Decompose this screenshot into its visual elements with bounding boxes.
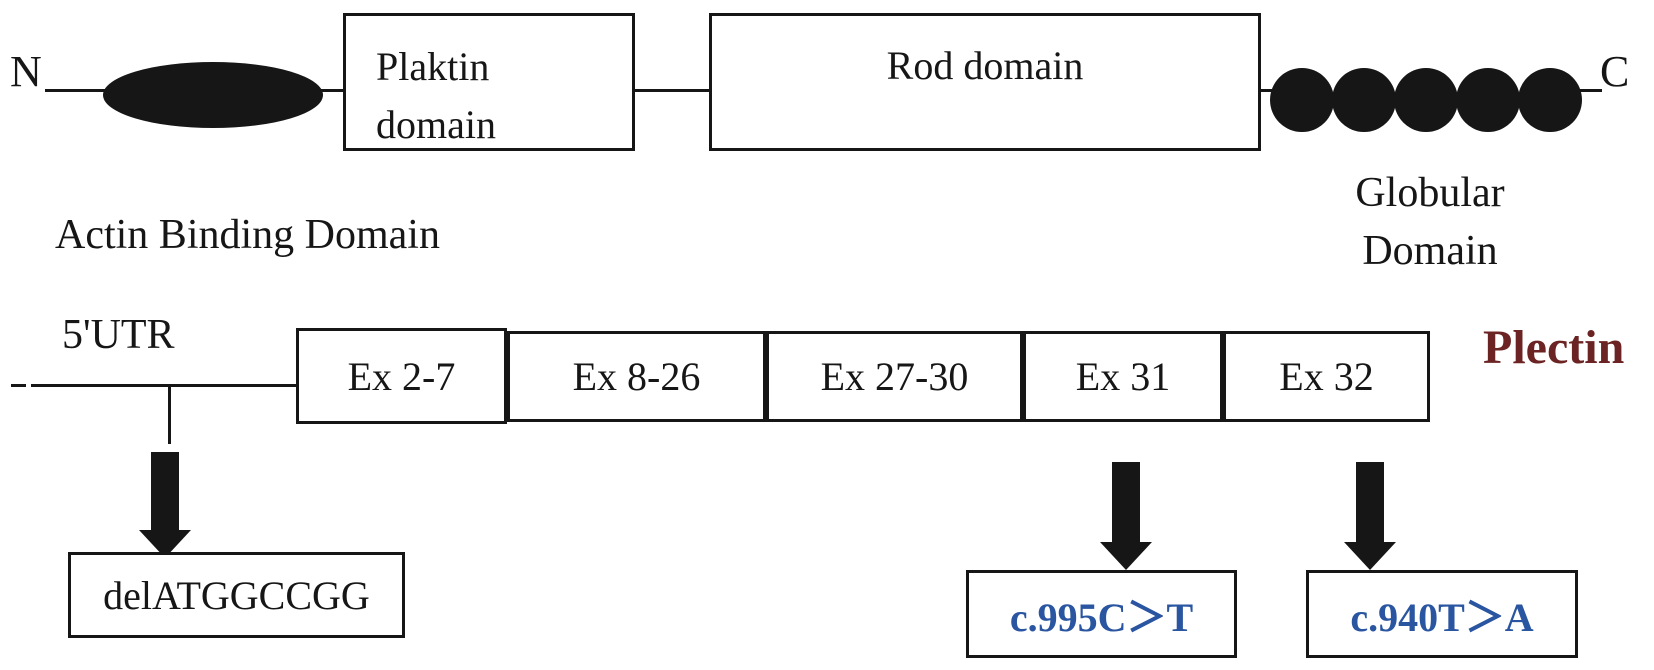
gene-utr-line [31,384,296,387]
globular-domain-label-line2: Domain [1362,228,1498,274]
mutation-box-del: delATGGCCGG [68,552,405,638]
mutation-box-c940: c.940T＞A [1306,570,1578,658]
mutation-label-del: delATGGCCGG [103,572,370,618]
exon-box-2-7: Ex 2-7 [296,328,507,424]
globular-repeat-circle [1456,68,1520,132]
exon-label-2-7: Ex 2-7 [347,353,456,399]
mutation-label-c995: c.995C＞T [1009,595,1194,640]
exon-box-8-26: Ex 8-26 [507,331,766,422]
globular-repeat-circle [1518,68,1582,132]
plaktin-domain-label-line2: domain [376,102,496,147]
n-terminus-label: N [10,47,42,96]
globular-repeat-circle [1394,68,1458,132]
plaktin-domain-label-line1: Plaktin [376,44,490,89]
backbone-line-abd-to-plaktin [320,89,345,92]
backbone-line-plaktin-to-rod [633,89,711,92]
exon-box-32: Ex 32 [1223,331,1430,422]
exon-label-27-30: Ex 27-30 [820,354,969,399]
backbone-line-rod-to-globular [1259,89,1274,92]
backbone-line-n-to-abd [45,89,105,92]
gene-line-leading-dash [11,384,26,387]
exon-label-8-26: Ex 8-26 [572,354,701,399]
exon-box-31: Ex 31 [1023,331,1223,422]
utr-mutation-tick [168,387,171,444]
exon-label-31: Ex 31 [1075,354,1171,399]
rod-domain-label: Rod domain [886,43,1084,88]
c-terminus-label: C [1600,47,1630,96]
rod-domain-box: Rod domain [709,13,1261,151]
globular-repeat-circle [1270,68,1334,132]
actin-binding-domain-label: Actin Binding Domain [55,212,440,258]
exon-box-27-30: Ex 27-30 [766,331,1023,422]
mutation-box-c995: c.995C＞T [966,570,1237,658]
actin-binding-domain-ellipse [103,62,323,128]
mutation-label-c940: c.940T＞A [1350,595,1534,640]
utr-label: 5'UTR [62,312,175,358]
globular-repeat-circle [1332,68,1396,132]
globular-domain-label: Globular Domain [1340,164,1520,280]
backbone-line-globular-to-c [1580,89,1602,92]
globular-domain-label-line1: Globular [1355,170,1505,216]
plaktin-domain-box: Plaktin domain [343,13,635,151]
gene-name-label: Plectin [1483,321,1625,374]
exon-label-32: Ex 32 [1279,354,1374,399]
